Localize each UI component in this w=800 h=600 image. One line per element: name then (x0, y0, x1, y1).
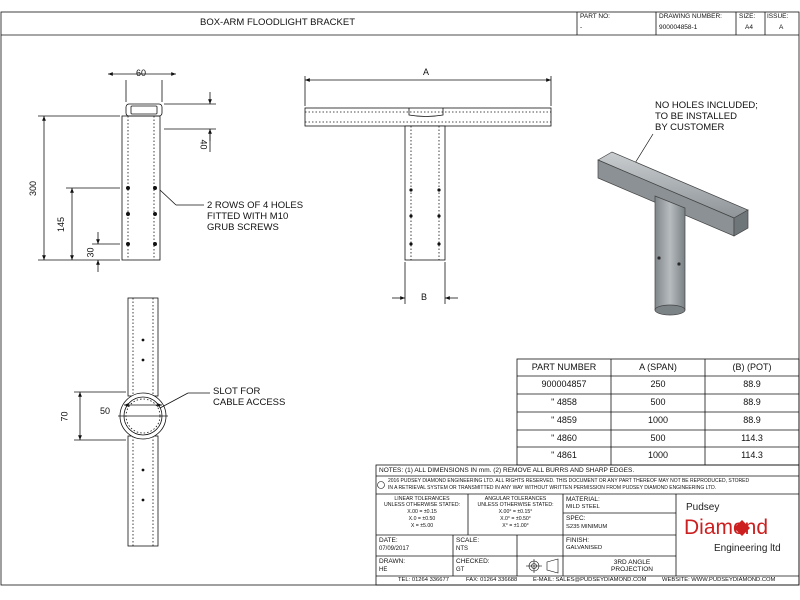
iso-note-line1: NO HOLES INCLUDED; (655, 100, 758, 111)
table-cell: " 4859 (551, 415, 577, 425)
iso-note-line3: BY CUSTOMER (655, 122, 725, 133)
iso-view (597, 133, 749, 316)
angular-tol-label2: UNLESS OTHERWISE STATED: (477, 502, 554, 508)
front-view (304, 76, 552, 304)
table-cell: 500 (650, 433, 666, 443)
projection-symbol (526, 558, 559, 574)
dim-b: B (421, 292, 428, 302)
slot-note-line1: SLOT FOR (213, 386, 261, 397)
slot-note-line2: CABLE ACCESS (213, 397, 286, 408)
table-cell: 1000 (647, 450, 669, 460)
iso-note-line2: TO BE INSTALLED (655, 111, 738, 122)
drawing-number-value: 900004858-1 (659, 24, 698, 31)
holes-note-line1: 2 ROWS OF 4 HOLES (207, 200, 304, 211)
table-cell: 114.3 (741, 450, 763, 460)
footer-fax: FAX: 01264 336688 (466, 577, 518, 583)
brand-line2: Diamond (684, 516, 769, 539)
date-label: DATE: (379, 537, 398, 544)
table-cell: " 4861 (551, 450, 577, 460)
angular-tol-v1: X.00° = ±0.15° (498, 509, 533, 515)
linear-tol-label1: LINEAR TOLERANCES (394, 496, 450, 502)
linear-tol-v3: X = ±5.00 (410, 523, 434, 529)
table-cell: 88.9 (743, 397, 761, 407)
finish-value: GALVANISED (566, 545, 603, 551)
top-view-holes (141, 338, 145, 502)
dim-70: 70 (59, 411, 70, 422)
notes-line: NOTES: (1) ALL DIMENSIONS IN mm. (2) REM… (379, 467, 635, 474)
table-cell: 88.9 (743, 415, 761, 425)
table-cell: " 4858 (551, 397, 577, 407)
spec-label: SPEC: (566, 515, 586, 522)
brand-diamond-icon (734, 520, 750, 536)
projection-label1: 3RD ANGLE (613, 559, 651, 566)
dim-60: 60 (136, 68, 147, 78)
table-cell: 1000 (647, 415, 669, 425)
table-cell: 250 (650, 379, 666, 389)
copyright-line1: 2016 PUDSEY DIAMOND ENGINEERING LTD. ALL… (388, 478, 750, 484)
dim-a: A (423, 67, 430, 77)
dim-40: 40 (198, 139, 209, 150)
finish-label: FINISH: (566, 537, 590, 544)
issue-value: A (779, 24, 784, 31)
footer-website: WEBSITE: WWW.PUDSEYDIAMOND.COM (662, 577, 776, 583)
copyright-icon (377, 481, 385, 489)
top-view (74, 297, 210, 547)
table-cell: 114.3 (741, 433, 763, 443)
linear-tol-v2: X.0 = ±0.50 (408, 516, 436, 522)
drawing-title: BOX-ARM FLOODLIGHT BRACKET (200, 17, 356, 28)
scale-value: NTS (456, 546, 468, 552)
holes-note-line3: GRUB SCREWS (207, 222, 279, 233)
spec-value: S235 MINIMUM (566, 524, 608, 530)
dim-300: 300 (28, 180, 39, 197)
table-cell: 900004857 (541, 379, 587, 389)
material-label: MATERIAL: (566, 496, 600, 503)
table-cell: " 4860 (551, 433, 577, 443)
linear-tol-label2: UNLESS OTHERWISE STATED: (383, 502, 461, 508)
side-view-holes (126, 186, 157, 246)
copyright-line2: IN A RETRIEVAL SYSTEM OR TRANSMITTED IN … (388, 485, 717, 491)
brand-line1: Pudsey (686, 502, 720, 513)
linear-tol-v1: X.00 = ±0.15 (407, 509, 437, 515)
checked-value: GT (456, 567, 465, 573)
part-no-value: - (580, 24, 583, 31)
table-header-pot: (B) (POT) (732, 362, 772, 372)
brand-line3: Engineering ltd (714, 543, 781, 554)
part-no-label: PART NO: (580, 13, 610, 20)
angular-tol-v3: X° = ±1.00° (502, 523, 529, 529)
angular-tol-label1: ANGULAR TOLERANCES (484, 496, 547, 502)
footer-tel: TEL: 01264 336677 (398, 577, 449, 583)
issue-label: ISSUE: (767, 13, 789, 20)
table-header-part-number: PART NUMBER (531, 362, 597, 372)
front-view-holes (409, 188, 441, 246)
checked-label: CHECKED: (456, 558, 490, 565)
holes-note-line2: FITTED WITH M10 (207, 211, 289, 222)
angular-tol-v2: X.0° = ±0.50° (500, 516, 531, 522)
footer-email: E-MAIL: SALES@PUDSEYDIAMOND.COM (533, 577, 647, 583)
dim-145: 145 (56, 216, 67, 233)
table-cell: 500 (650, 397, 666, 407)
drawn-label: DRAWN: (379, 558, 406, 565)
scale-label: SCALE: (456, 537, 480, 544)
size-label: SIZE: (739, 13, 756, 20)
table-header-span: A (SPAN) (639, 362, 677, 372)
title-block-grid (375, 464, 800, 586)
drawing-number-label: DRAWING NUMBER: (659, 13, 722, 20)
date-value: 07/09/2017 (379, 546, 410, 552)
size-value: A4 (745, 24, 753, 31)
projection-label2: PROJECTION (611, 566, 653, 573)
dim-30: 30 (85, 247, 96, 258)
drawn-value: HE (379, 567, 388, 573)
side-view (38, 72, 216, 272)
dim-50: 50 (100, 406, 111, 416)
material-value: MILD STEEL (566, 504, 600, 510)
table-cell: 88.9 (743, 379, 761, 389)
